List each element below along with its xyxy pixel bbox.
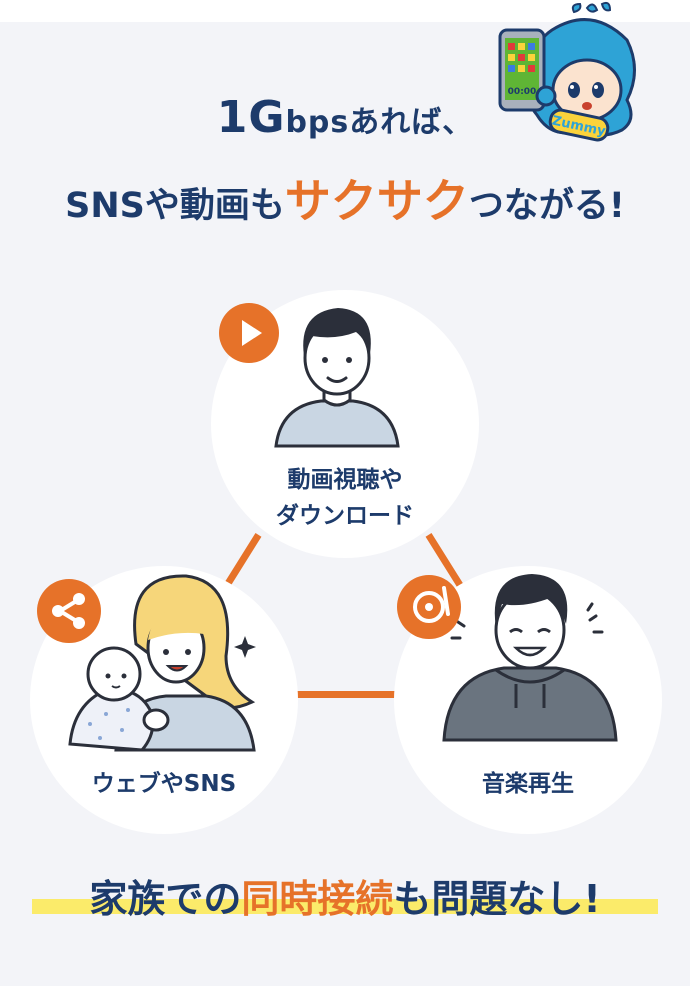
- highlight-underline: [32, 899, 658, 914]
- footer-text-b: も問題なし!: [393, 877, 601, 921]
- share-icon: [37, 579, 101, 643]
- feature-music-label-text: 音楽再生: [482, 771, 574, 797]
- headline-highlight: サクサク: [284, 174, 469, 228]
- feature-music-label: 音楽再生: [398, 766, 658, 802]
- headline-line2-b: つながる!: [468, 186, 625, 226]
- mother-and-baby-illustration: [68, 574, 256, 752]
- headline-line2: SNSや動画もサクサクつながる!: [0, 165, 690, 231]
- headline-line1-text: bpsあれば、: [285, 105, 474, 140]
- feature-video-label-line1: 動画視聴や: [287, 467, 403, 493]
- hooded-man-illustration: [442, 574, 618, 742]
- footer-tagline: 家族での同時接続も問題なし!: [0, 868, 690, 923]
- footer-text-a: 家族での: [89, 877, 242, 921]
- mascot-illustration: 00:00 Zummy: [498, 1, 636, 142]
- footer-highlight: 同時接続: [241, 877, 394, 921]
- connector-line-bottom: [296, 691, 396, 698]
- feature-sns-label: ウェブやSNS: [34, 766, 294, 802]
- headline-line2-a: SNSや動画も: [65, 186, 285, 226]
- music-disc-icon: [397, 575, 461, 639]
- feature-sns-label-text: ウェブやSNS: [91, 771, 237, 797]
- headline-line1: 1Gbpsあれば、: [0, 92, 690, 143]
- phone-time: 00:00: [508, 87, 537, 97]
- man-illustration: [274, 308, 400, 448]
- feature-video-label-line2: ダウンロード: [276, 503, 414, 529]
- feature-video-label: 動画視聴や ダウンロード: [215, 462, 475, 534]
- headline-speed: 1G: [216, 92, 286, 143]
- play-icon: [219, 303, 279, 363]
